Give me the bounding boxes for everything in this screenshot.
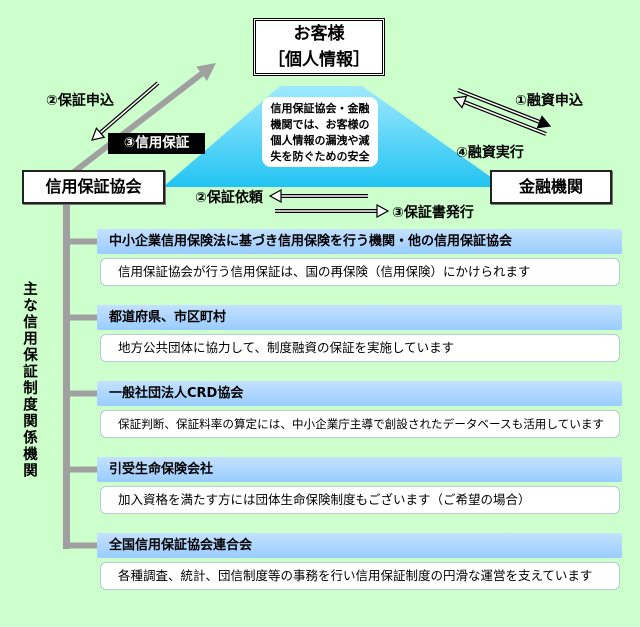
org-group-title: 中小企業信用保険法に基づき信用保険を行う機関・他の信用保証協会 bbox=[97, 229, 622, 254]
connector-branch-2 bbox=[63, 314, 98, 321]
connector-branch-4 bbox=[63, 466, 98, 473]
arrow-credit-guarantee bbox=[64, 63, 216, 181]
label-loan-application: ①融資申込 bbox=[515, 93, 583, 109]
connector-branch-3 bbox=[63, 390, 98, 397]
connector-vertical bbox=[63, 176, 70, 549]
privacy-note-line: 失を防ぐための安全 bbox=[270, 150, 370, 163]
association-box: 信用保証協会 bbox=[22, 170, 165, 204]
label-guarantee-request: ②保証依頼 bbox=[195, 190, 263, 206]
org-group: 中小企業信用保険法に基づき信用保険を行う機関・他の信用保証協会 信用保証協会が行… bbox=[97, 229, 622, 286]
arrow-guarantee-request bbox=[268, 188, 368, 204]
connector-branch-1 bbox=[63, 238, 98, 245]
org-group-description: 保証判断、保証料率の算定には、中小企業庁主導で創設されたデータベースも活用してい… bbox=[100, 410, 620, 438]
org-group-title: 都道府県、市区町村 bbox=[97, 305, 622, 330]
arrow-loan-application bbox=[457, 88, 552, 129]
arrow-guarantee-issuance bbox=[275, 203, 390, 219]
bank-box: 金融機関 bbox=[490, 170, 612, 204]
customer-box: お客様 ［個人情報］ bbox=[253, 18, 385, 76]
org-group-description: 加入資格を満たす方には団体生命保険制度もございます（ご希望の場合） bbox=[100, 486, 620, 514]
org-group: 都道府県、市区町村 地方公共団体に協力して、制度融資の保証を実施しています bbox=[97, 305, 622, 362]
privacy-note-box: 信用保証協会・金融 機関では、お客様の 個人情報の漏洩や減 失を防ぐための安全 bbox=[262, 97, 378, 167]
privacy-note-line: 個人情報の漏洩や減 bbox=[270, 134, 370, 147]
label-loan-execution: ④融資実行 bbox=[456, 145, 524, 161]
arrow-loan-execution bbox=[452, 95, 547, 136]
org-group-title: 全国信用保証協会連合会 bbox=[97, 533, 622, 558]
org-group-title: 一般社団法人CRD協会 bbox=[97, 381, 622, 406]
org-group: 全国信用保証協会連合会 各種調査、統計、団信制度等の事務を行い信用保証制度の円滑… bbox=[97, 533, 622, 590]
label-guarantee-application: ②保証申込 bbox=[46, 93, 114, 109]
org-group: 引受生命保険会社 加入資格を満たす方には団体生命保険制度もございます（ご希望の場… bbox=[97, 457, 622, 514]
related-orgs-list: 中小企業信用保険法に基づき信用保険を行う機関・他の信用保証協会 信用保証協会が行… bbox=[97, 229, 622, 590]
privacy-note-line: 機関では、お客様の bbox=[270, 118, 370, 131]
label-credit-guarantee: ③信用保証 bbox=[108, 133, 205, 154]
related-orgs-heading: 主な信用保証制度関係機関 bbox=[21, 281, 37, 479]
customer-subtitle: ［個人情報］ bbox=[268, 50, 370, 70]
privacy-note-line: 信用保証協会・金融 bbox=[270, 102, 370, 115]
arrow-guarantee-application bbox=[91, 81, 160, 141]
label-guarantee-issuance: ③保証書発行 bbox=[392, 205, 474, 221]
customer-title: お客様 bbox=[293, 24, 345, 44]
org-group-description: 地方公共団体に協力して、制度融資の保証を実施しています bbox=[100, 334, 620, 362]
org-group-description: 各種調査、統計、団信制度等の事務を行い信用保証制度の円滑な運営を支えています bbox=[100, 562, 620, 590]
org-group-description: 信用保証協会が行う信用保証は、国の再保険（信用保険）にかけられます bbox=[100, 258, 620, 286]
connector-branch-5 bbox=[63, 542, 98, 549]
org-group-title: 引受生命保険会社 bbox=[97, 457, 622, 482]
org-group: 一般社団法人CRD協会 保証判断、保証料率の算定には、中小企業庁主導で創設された… bbox=[97, 381, 622, 438]
